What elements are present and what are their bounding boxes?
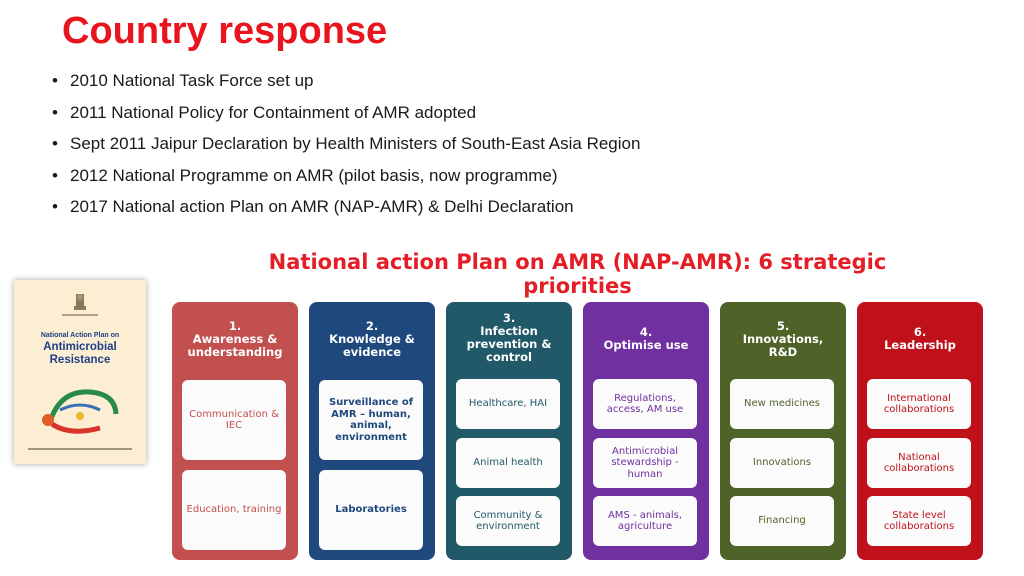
- bullet-item: 2017 National action Plan on AMR (NAP-AM…: [48, 194, 640, 226]
- nap-amr-heading-line: National action Plan on AMR (NAP-AMR): 6…: [268, 250, 887, 274]
- priority-heading-line: R&D: [768, 345, 798, 359]
- priority-item-box: Regulations, access, AM use: [593, 379, 697, 429]
- priority-item-box: Animal health: [456, 438, 560, 488]
- priority-item-box: AMS - animals, agriculture: [593, 496, 697, 546]
- priority-heading: 5.Innovations,R&D: [720, 320, 846, 359]
- priority-heading-line: Leadership: [884, 338, 956, 352]
- national-emblem-icon: [74, 294, 86, 310]
- priority-heading-line: prevention &: [466, 337, 552, 351]
- priority-heading-line: Infection: [480, 324, 538, 338]
- priority-heading-line: Innovations,: [742, 332, 824, 346]
- nap-amr-cover-image: National Action Plan on Antimicrobial Re…: [14, 280, 146, 464]
- priority-item-box: National collaborations: [867, 438, 971, 488]
- bullet-item: 2011 National Policy for Containment of …: [48, 100, 640, 132]
- priority-item-box: Community & environment: [456, 496, 560, 546]
- priority-heading: 1.Awareness &understanding: [172, 320, 298, 359]
- priority-heading: 6.Leadership: [857, 326, 983, 352]
- priority-heading-line: Optimise use: [603, 338, 689, 352]
- page-title: Country response: [62, 10, 388, 52]
- priority-item-box: Innovations: [730, 438, 834, 488]
- priority-heading-line: 5.: [776, 319, 790, 333]
- priority-item-box: Education, training: [182, 470, 286, 550]
- priority-item-box: New medicines: [730, 379, 834, 429]
- priority-item-box: Healthcare, HAI: [456, 379, 560, 429]
- priority-heading: 2.Knowledge &evidence: [309, 320, 435, 359]
- priority-heading-line: Knowledge &: [329, 332, 415, 346]
- cover-big-title-line: Antimicrobial: [43, 341, 117, 353]
- priority-heading-line: 2.: [365, 319, 379, 333]
- priority-heading-line: understanding: [187, 345, 283, 359]
- cover-footer: [28, 448, 132, 450]
- priority-heading-line: evidence: [342, 345, 402, 359]
- priority-heading-line: 4.: [639, 325, 653, 339]
- priority-item-box: Laboratories: [319, 470, 423, 550]
- cover-small-title: National Action Plan on: [40, 332, 120, 339]
- priority-heading-line: 3.: [502, 311, 516, 325]
- priority-item-box: Communication & IEC: [182, 380, 286, 460]
- cover-artwork-icon: [42, 389, 119, 434]
- priority-heading-line: 6.: [913, 325, 927, 339]
- cover-big-title: Antimicrobial Resistance: [22, 341, 138, 367]
- bullet-item: Sept 2011 Jaipur Declaration by Health M…: [48, 131, 640, 163]
- priority-item-box: Surveillance of AMR – human, animal, env…: [319, 380, 423, 460]
- nap-amr-heading-line: priorities: [523, 274, 632, 298]
- priority-heading-line: control: [486, 350, 532, 364]
- emblem-caption: [62, 314, 98, 316]
- bullet-item: 2010 National Task Force set up: [48, 68, 640, 100]
- bullet-item: 2012 National Programme on AMR (pilot ba…: [48, 163, 640, 195]
- priority-heading-line: Awareness &: [192, 332, 278, 346]
- nap-amr-heading: National action Plan on AMR (NAP-AMR): 6…: [205, 250, 950, 298]
- bullet-list: 2010 National Task Force set up 2011 Nat…: [48, 68, 640, 226]
- priority-item-box: State level collaborations: [867, 496, 971, 546]
- priority-heading: 4.Optimise use: [583, 326, 709, 352]
- priority-item-box: Antimicrobial stewardship - human: [593, 438, 697, 488]
- cover-big-title-line: Resistance: [49, 354, 111, 366]
- priority-item-box: Financing: [730, 496, 834, 546]
- priority-heading-line: 1.: [228, 319, 242, 333]
- priority-item-box: International collaborations: [867, 379, 971, 429]
